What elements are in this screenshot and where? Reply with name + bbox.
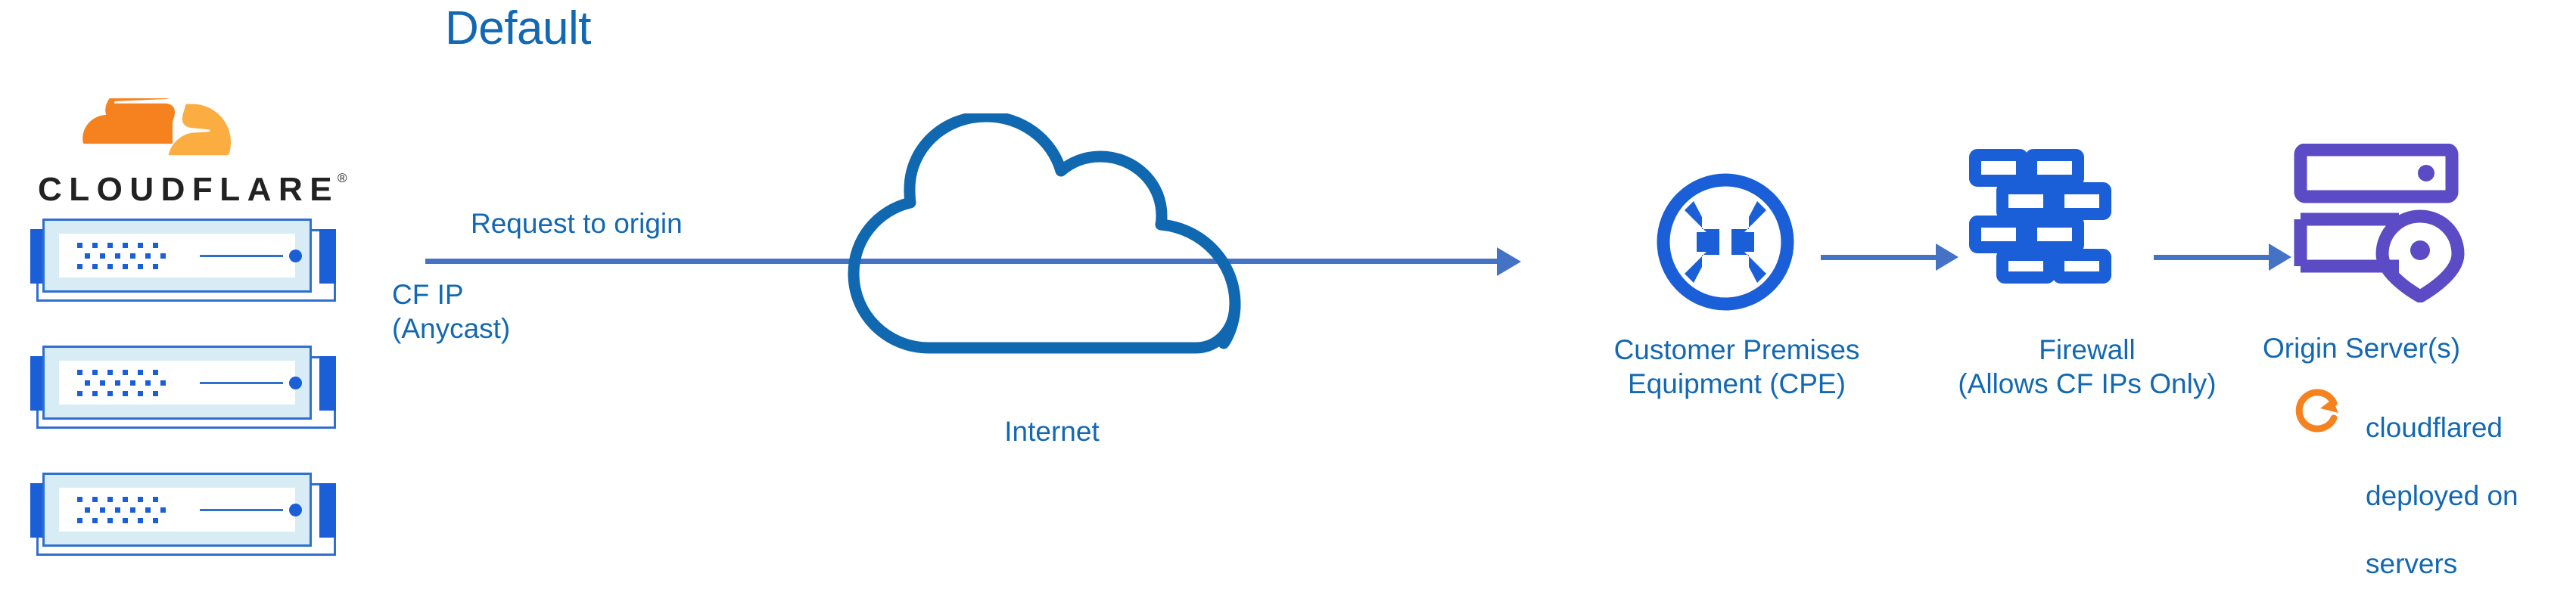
registered-mark: ®	[338, 171, 347, 185]
server-vent-dots	[77, 497, 171, 524]
origin-node	[2293, 143, 2475, 303]
server-rack-unit	[17, 208, 350, 306]
brick-wall-icon	[1969, 149, 2111, 284]
cpe-label: Customer Premises Equipment (CPE)	[1536, 333, 1937, 401]
request-flow-line	[425, 259, 1500, 264]
cloudflared-annotation: cloudflared deployed on servers	[2366, 377, 2518, 614]
server-power-dot	[289, 377, 302, 389]
arrow-right-icon	[1936, 243, 1958, 271]
firewall-label: Firewall (Allows CF IPs Only)	[1906, 333, 2269, 401]
server-power-dot	[289, 250, 302, 262]
internet-label: Internet	[1004, 416, 1100, 447]
request-to-origin-label: Request to origin	[471, 208, 683, 239]
server-tab-right	[319, 483, 336, 538]
cloudflared-line3: servers	[2366, 548, 2458, 579]
origin-label: Origin Server(s)	[2263, 333, 2461, 364]
server-vent-dots	[77, 243, 171, 270]
cpe-to-firewall-line	[1821, 255, 1939, 260]
server-indicator-line	[200, 509, 283, 511]
cf-ip-line2: (Anycast)	[392, 313, 511, 344]
firewall-label-line1: Firewall	[2039, 334, 2136, 365]
router-icon	[1657, 173, 1794, 311]
internet-node: Internet	[832, 110, 1271, 447]
server-face	[59, 488, 302, 532]
cloudflare-logo: CLOUDFLARE ®	[23, 71, 356, 219]
server-body	[42, 219, 312, 293]
server-body	[42, 473, 312, 547]
server-indicator-line	[200, 382, 283, 384]
server-rack-unit	[17, 335, 350, 433]
server-vent-dots	[77, 370, 171, 397]
cpe-label-line1: Customer Premises	[1613, 334, 1860, 365]
server-power-dot	[289, 504, 302, 516]
server-rack-unit	[17, 462, 350, 560]
cloudflare-cloud-icon	[82, 71, 232, 156]
server-face	[59, 234, 302, 278]
arrow-right-icon	[1497, 247, 1521, 276]
server-tab-right	[319, 356, 336, 411]
server-indicator-line	[200, 255, 283, 257]
page-title: Default	[445, 2, 591, 54]
cpe-node	[1650, 170, 1824, 314]
server-body	[42, 346, 312, 420]
server-location-icon	[2294, 143, 2465, 303]
cpe-label-line2: Equipment (CPE)	[1628, 368, 1846, 399]
firewall-to-origin-line	[2154, 255, 2272, 260]
cloud-icon	[848, 110, 1241, 354]
refresh-circle-icon	[2287, 378, 2352, 443]
server-tab-right	[319, 229, 336, 284]
server-face	[59, 361, 302, 405]
firewall-node	[1968, 147, 2119, 284]
cloudflare-wordmark: CLOUDFLARE	[38, 171, 340, 208]
cf-ip-label: CF IP (Anycast)	[392, 278, 510, 346]
cloudflared-line1: cloudflared	[2366, 412, 2503, 443]
arrow-right-icon	[2269, 243, 2291, 271]
firewall-label-line2: (Allows CF IPs Only)	[1958, 368, 2217, 399]
cloudflared-line2: deployed on	[2366, 480, 2518, 511]
cf-ip-line1: CF IP	[392, 279, 464, 310]
